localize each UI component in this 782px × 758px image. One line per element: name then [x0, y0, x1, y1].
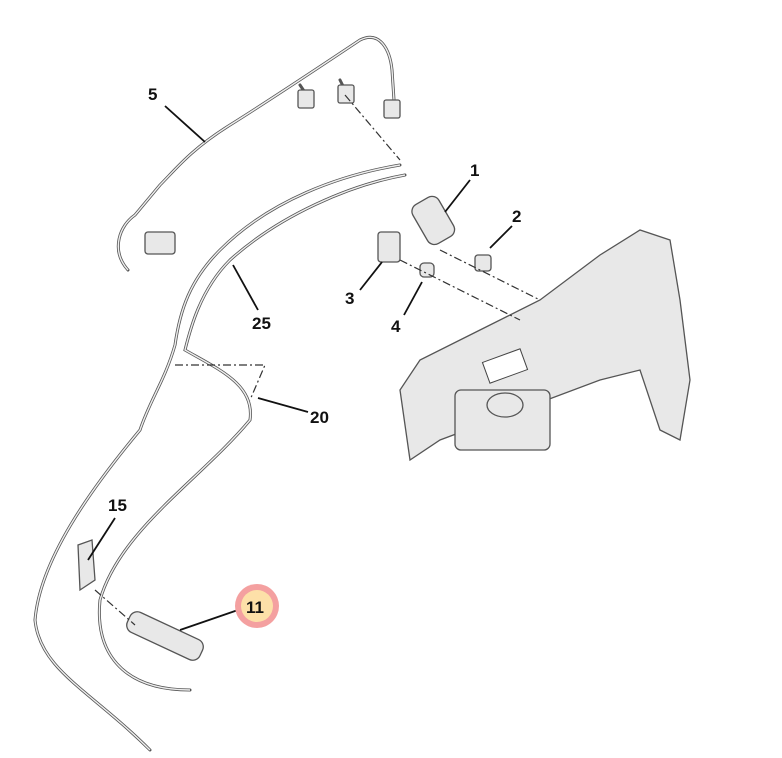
sensor-3	[377, 231, 401, 263]
harness-connector	[144, 231, 176, 255]
callout-11-fill	[241, 590, 273, 622]
callout-20[interactable]: 20	[310, 408, 329, 427]
washer-pump	[411, 195, 456, 246]
bracket-15	[77, 539, 96, 592]
callout-4[interactable]: 4	[391, 317, 401, 336]
callout-5[interactable]: 5	[148, 85, 157, 104]
washer-nozzle-11	[126, 611, 204, 661]
callout-2[interactable]: 2	[512, 207, 521, 226]
washer-reservoir	[399, 229, 691, 462]
callout-15[interactable]: 15	[108, 496, 127, 515]
leader-lines	[87, 105, 513, 631]
grommet-4	[419, 262, 435, 278]
wiring-harness	[116, 35, 401, 272]
grommet-2	[474, 254, 492, 272]
callout-3[interactable]: 3	[345, 289, 354, 308]
callout-1[interactable]: 1	[470, 161, 479, 180]
callout-11[interactable]: 11	[246, 598, 264, 617]
washer-hoses	[33, 163, 407, 752]
callout-25[interactable]: 25	[252, 314, 271, 333]
